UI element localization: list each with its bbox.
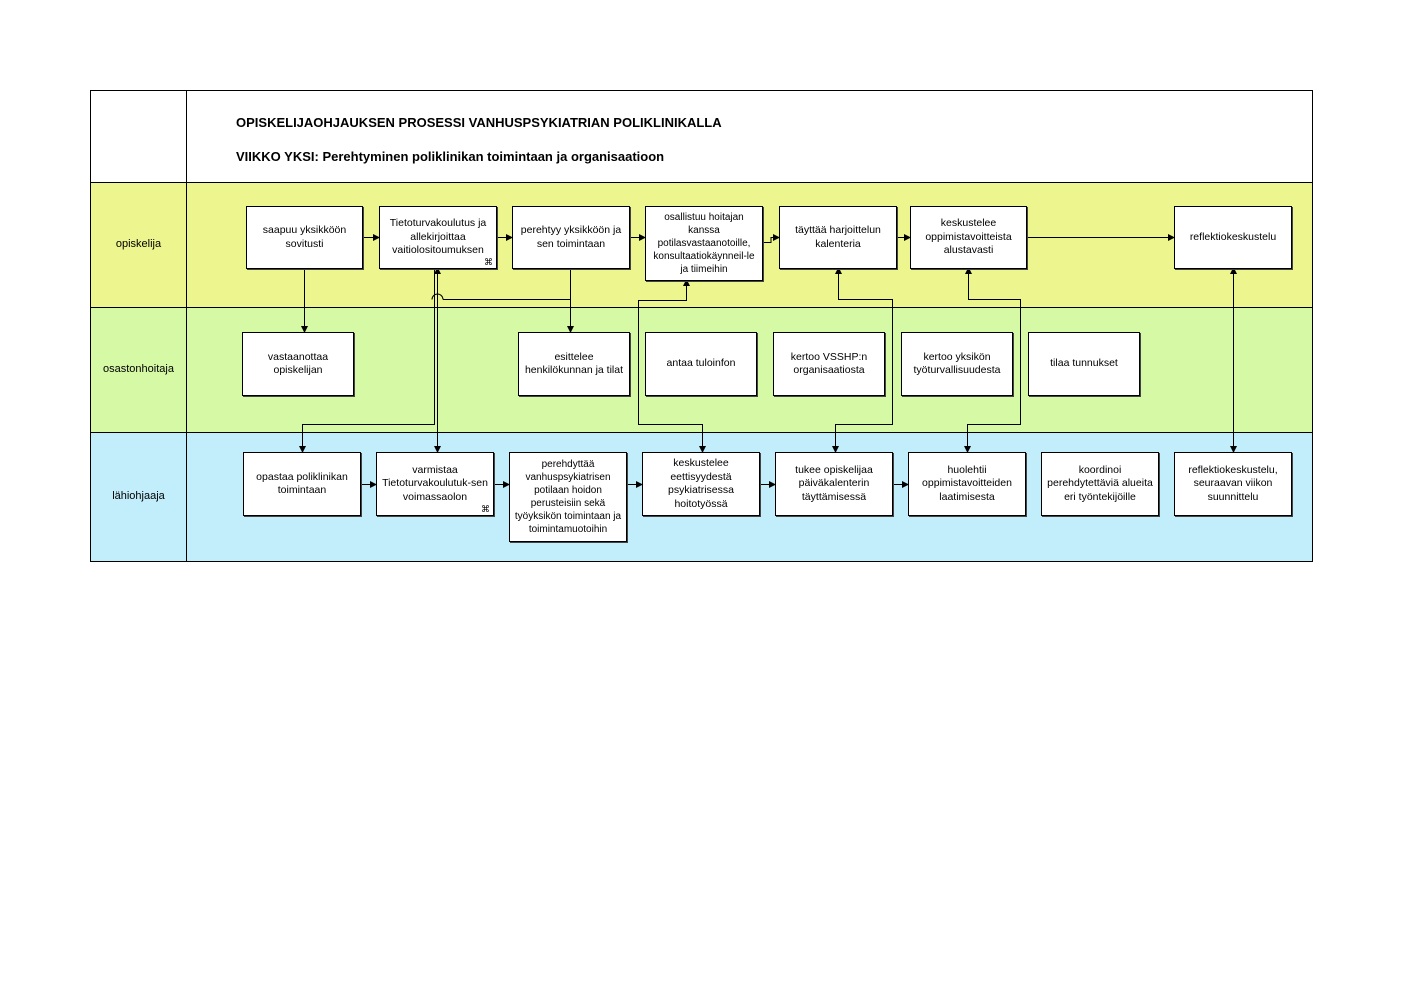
step-box[interactable]: kertoo VSSHP:n organisaatiosta xyxy=(773,332,885,396)
step-box[interactable]: täyttää harjoittelun kalenteria xyxy=(779,206,897,269)
step-box[interactable]: perehtyy yksikköön ja sen toimintaan xyxy=(512,206,630,269)
step-label: tukee opiskelijaa päiväkalenterin täyttä… xyxy=(795,463,873,503)
step-box[interactable]: varmistaa Tietoturvakoulutuk-sen voimass… xyxy=(376,452,494,516)
connector-l6-o6 xyxy=(964,267,1021,453)
step-label: reflektiokeskustelu xyxy=(1189,230,1277,243)
header-band xyxy=(90,90,1313,183)
document-link-icon: ⌘ xyxy=(481,504,490,514)
step-label: vastaanottaa opiskelijan xyxy=(267,350,329,377)
step-box[interactable]: tukee opiskelijaa päiväkalenterin täyttä… xyxy=(775,452,893,516)
step-label: kertoo yksikön työturvallisuudesta xyxy=(913,350,1001,377)
document-link-icon: ⌘ xyxy=(484,257,493,267)
step-box[interactable]: reflektiokeskustelu, seuraavan viikon su… xyxy=(1174,452,1292,516)
diagram-title: OPISKELIJAOHJAUKSEN PROSESSI VANHUSPSYKI… xyxy=(236,115,722,130)
step-box[interactable]: reflektiokeskustelu xyxy=(1174,206,1292,269)
step-label: täyttää harjoittelun kalenteria xyxy=(795,224,881,250)
step-label: opastaa poliklinikan toimintaan xyxy=(256,470,348,497)
step-label: antaa tuloinfon xyxy=(666,357,736,370)
step-label: keskustelee eettisyydestä psykiatrisessa… xyxy=(668,457,734,510)
connector-o4-o5 xyxy=(763,234,780,243)
step-label: huolehtii oppimistavoitteiden laatimises… xyxy=(922,463,1012,503)
step-box[interactable]: opastaa poliklinikan toimintaan xyxy=(243,452,361,516)
step-box[interactable]: tilaa tunnukset xyxy=(1028,332,1140,396)
step-label: kertoo VSSHP:n organisaatiosta xyxy=(790,350,868,377)
step-box[interactable]: perehdyttää vanhuspsykiatrisen potilaan … xyxy=(509,452,627,542)
step-box[interactable]: koordinoi perehdytettäviä alueita eri ty… xyxy=(1041,452,1159,516)
connector-l5-o5 xyxy=(832,267,893,453)
step-label: osallistuu hoitajan kanssa potilasvastaa… xyxy=(653,212,755,275)
step-label: keskustelee oppimistavoitteista alustava… xyxy=(925,217,1012,257)
step-box[interactable]: antaa tuloinfon xyxy=(645,332,757,396)
step-box[interactable]: kertoo yksikön työturvallisuudesta xyxy=(901,332,1013,396)
step-label: reflektiokeskustelu, seuraavan viikon su… xyxy=(1188,463,1278,503)
lane-label-lahiohjaaja: lähiohjaaja xyxy=(112,490,165,502)
connector-l4-o4 xyxy=(638,279,706,453)
step-label: Tietoturvakoulutus ja allekirjoittaa vai… xyxy=(389,217,487,257)
step-label: varmistaa Tietoturvakoulutuk-sen voimass… xyxy=(382,463,488,503)
step-box[interactable]: keskustelee eettisyydestä psykiatrisessa… xyxy=(642,452,760,516)
step-label: koordinoi perehdytettäviä alueita eri ty… xyxy=(1047,463,1153,503)
step-box[interactable]: keskustelee oppimistavoitteista alustava… xyxy=(910,206,1027,269)
lane-label-opiskelija: opiskelija xyxy=(115,238,162,250)
lane-label-osastonhoitaja: osastonhoitaja xyxy=(103,363,174,375)
diagram-subtitle: VIIKKO YKSI: Perehtyminen poliklinikan t… xyxy=(236,149,665,164)
connector-hop xyxy=(431,293,444,300)
step-box[interactable]: vastaanottaa opiskelijan xyxy=(242,332,354,396)
step-label: perehdyttää vanhuspsykiatrisen potilaan … xyxy=(514,459,622,535)
step-label: esittelee henkilökunnan ja tilat xyxy=(524,350,624,377)
step-label: perehtyy yksikköön ja sen toimintaan xyxy=(520,224,622,250)
step-box[interactable]: Tietoturvakoulutus ja allekirjoittaa vai… xyxy=(379,206,497,269)
step-box[interactable]: huolehtii oppimistavoitteiden laatimises… xyxy=(908,452,1026,516)
step-label: tilaa tunnukset xyxy=(1050,357,1118,370)
step-box[interactable]: osallistuu hoitajan kanssa potilasvastaa… xyxy=(645,206,763,281)
step-box[interactable]: esittelee henkilökunnan ja tilat xyxy=(518,332,630,396)
step-box[interactable]: saapuu yksikköön sovitusti xyxy=(246,206,363,269)
step-label: saapuu yksikköön sovitusti xyxy=(262,224,347,250)
